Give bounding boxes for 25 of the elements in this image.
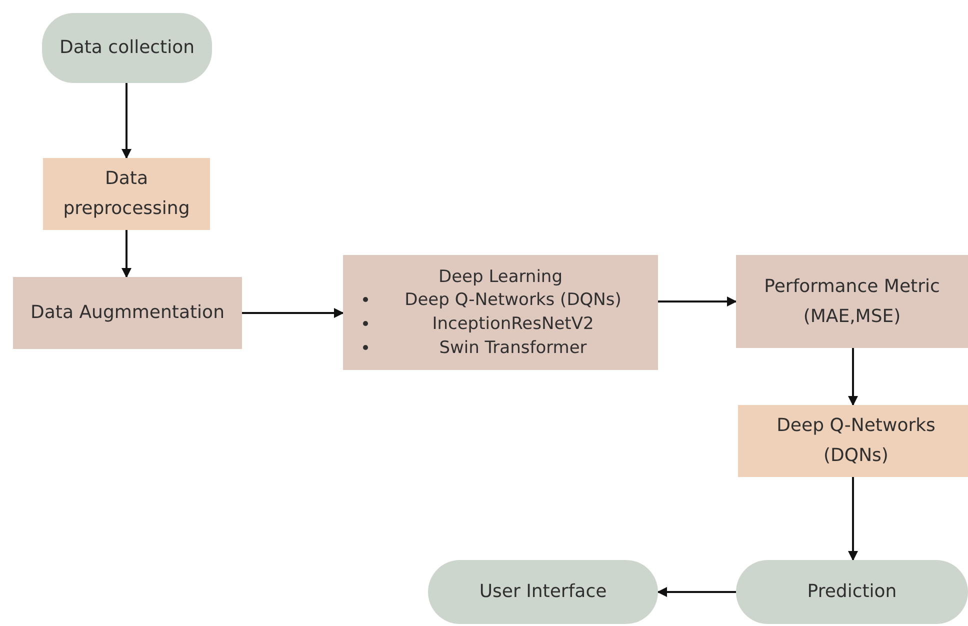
process-box — [736, 255, 968, 348]
arrow — [848, 348, 858, 406]
box-label: User Interface — [479, 580, 607, 604]
process-box — [13, 277, 242, 349]
box-label: Data collection — [59, 36, 195, 60]
process-box — [738, 405, 968, 477]
box-label: Prediction — [807, 580, 897, 604]
arrow — [657, 587, 736, 597]
box-heading: Deep Learning — [438, 266, 562, 288]
box-label: Deep Q-Networks (DQNs) — [776, 414, 936, 468]
terminal-pill — [736, 560, 968, 624]
arrow — [848, 477, 858, 561]
arrow — [242, 308, 344, 318]
box-label: Data Augmmentation — [30, 301, 224, 325]
process-box — [343, 255, 658, 370]
list-item: Deep Q-Networks (DQNs) — [404, 288, 622, 312]
list-item: InceptionResNetV2 — [431, 312, 595, 336]
box-label: Data preprocessing — [62, 167, 191, 221]
box-label: Performance Metric (MAE,MSE) — [763, 274, 941, 328]
terminal-pill — [42, 13, 212, 83]
arrow — [658, 296, 737, 306]
list-item: Swin Transformer — [438, 336, 588, 360]
arrow — [122, 83, 132, 159]
process-box — [43, 158, 210, 230]
arrow — [122, 230, 132, 278]
